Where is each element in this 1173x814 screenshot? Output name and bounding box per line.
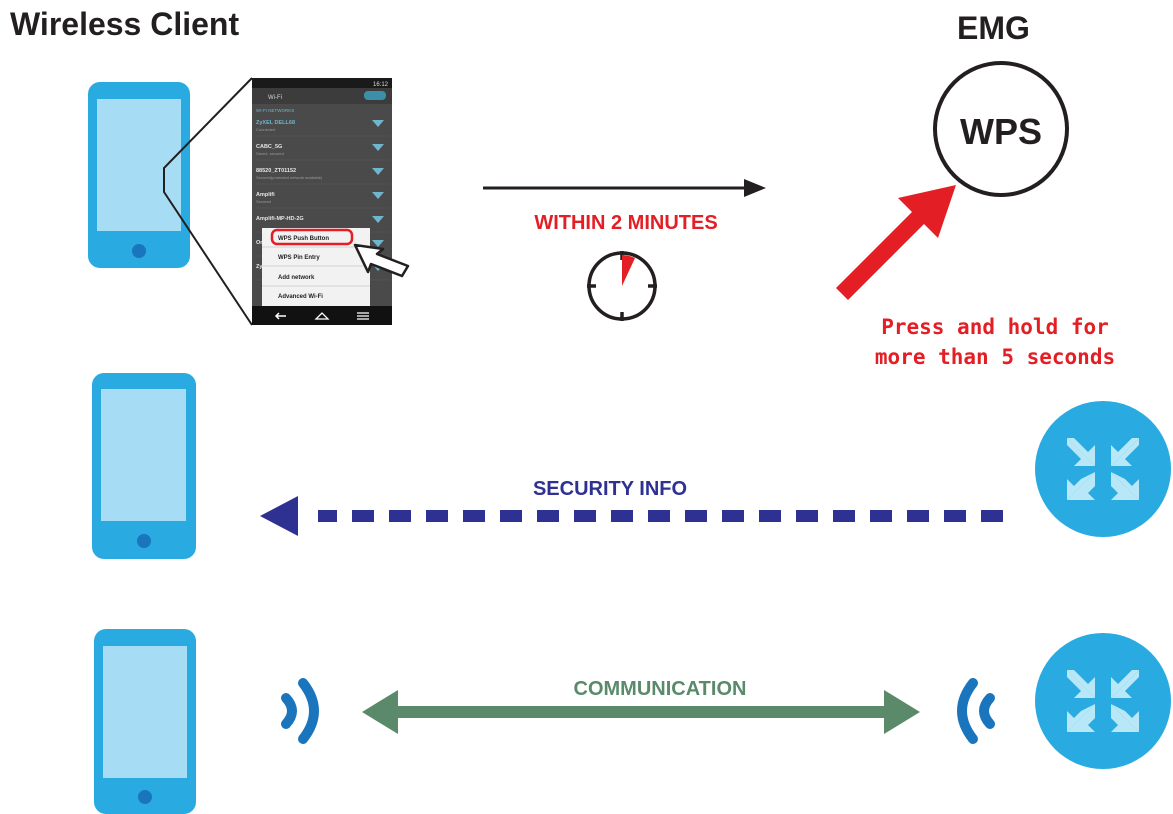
wifi-signal-icon	[372, 216, 384, 223]
wifi-signal-icon	[372, 120, 384, 127]
time-arrow	[483, 179, 766, 197]
security-info-arrow	[260, 496, 1003, 536]
menu-item-advanced-wifi: Advanced Wi-Fi	[278, 294, 323, 300]
network-name: Orbi	[256, 240, 268, 246]
phone-icon	[92, 373, 196, 559]
wps-label: WPS	[960, 111, 1042, 152]
wps-button-icon: WPS	[933, 61, 1069, 197]
wifi-signal-icon	[372, 144, 384, 151]
phone-screenshot: 16:12 Wi-Fi WI-FI NETWORKS ZyXEL DELL68C…	[252, 78, 392, 325]
menu-item-wps-push: WPS Push Button	[278, 236, 329, 242]
wireless-signal-icon	[957, 678, 995, 744]
communication-arrow	[362, 690, 920, 734]
screen-section: WI-FI NETWORKS	[256, 108, 294, 113]
status-time: 16:12	[373, 82, 389, 88]
network-status: Secured	[256, 199, 271, 204]
network-name: Amplifi	[256, 192, 275, 198]
phone-icon	[88, 82, 190, 268]
network-name: 88520_ZT01152	[256, 168, 296, 174]
phone-icon	[94, 629, 196, 814]
menu-item-wps-pin: WPS Pin Entry	[278, 255, 320, 261]
cursor-icon	[353, 243, 410, 278]
press-hold-label: Press and hold for more than 5 seconds	[810, 312, 1173, 372]
wireless-client-title: Wireless Client	[10, 6, 240, 42]
wps-push-highlight	[270, 228, 354, 246]
network-status: Connected	[256, 127, 275, 132]
network-status: Saved, secured	[256, 151, 284, 156]
communication-label: COMMUNICATION	[573, 678, 747, 700]
zoom-callout	[163, 77, 253, 326]
network-name: CABC_5G	[256, 144, 282, 150]
menu-item-add-network: Add network	[278, 275, 315, 281]
wireless-signal-icon	[281, 678, 319, 744]
press-arrow	[836, 185, 956, 300]
press-hold-line-2: more than 5 seconds	[874, 345, 1116, 369]
emg-title: EMG	[957, 10, 1030, 46]
press-hold-line-1: Press and hold for	[881, 315, 1109, 339]
security-info-label: SECURITY INFO	[532, 478, 688, 500]
screen-header: Wi-Fi	[268, 95, 282, 101]
network-name: Amplifi-MP-HD-2G	[256, 216, 304, 222]
wifi-signal-icon	[372, 240, 384, 247]
stopwatch-icon	[587, 251, 657, 321]
wifi-signal-icon	[372, 192, 384, 199]
within-2-minutes-label: WITHIN 2 MINUTES	[534, 212, 718, 234]
wifi-signal-icon	[372, 168, 384, 175]
network-name: ZyXEL DELL68	[256, 120, 295, 126]
router-icon	[1035, 633, 1171, 769]
network-status: Secured(protected network available)	[256, 175, 323, 180]
router-icon	[1035, 401, 1171, 537]
